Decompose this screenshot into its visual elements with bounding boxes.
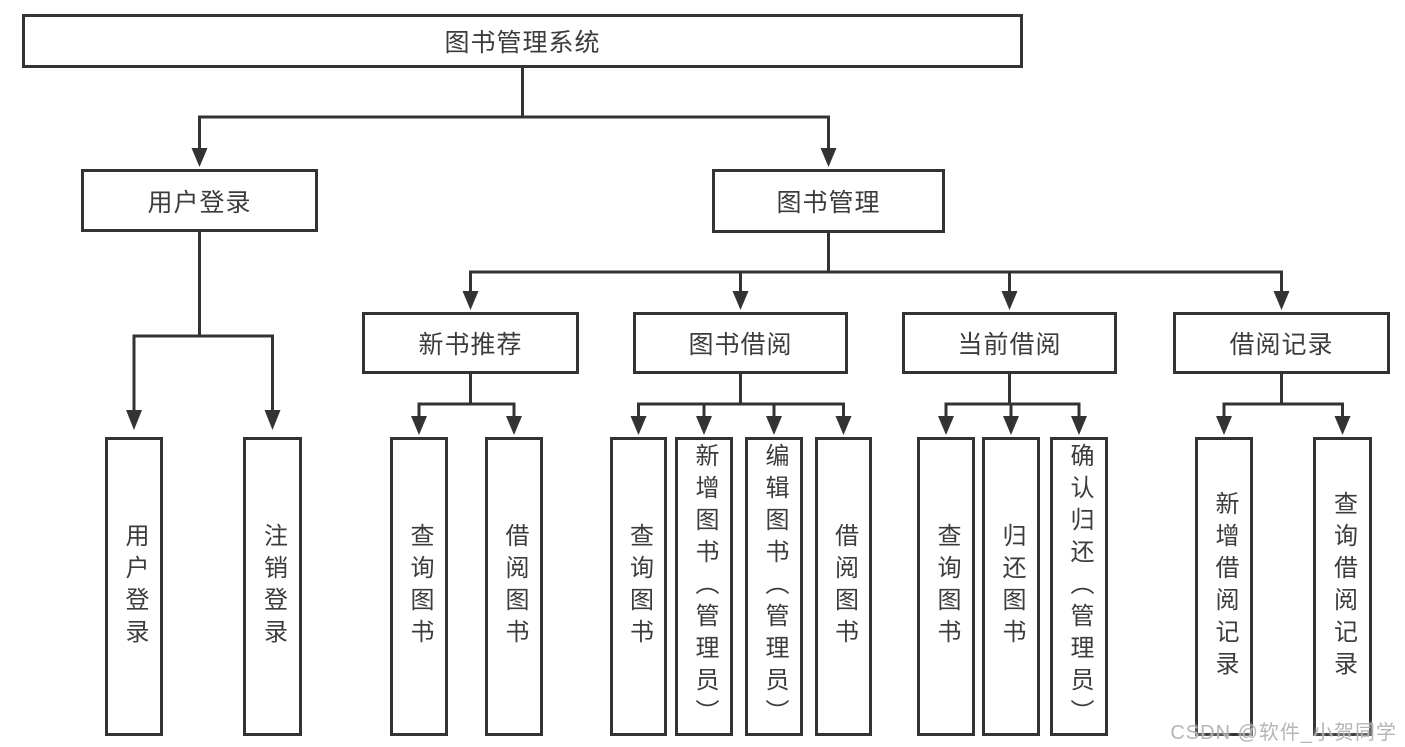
leaf-newbook-query-label: 查询图书 xyxy=(406,522,433,651)
arrowheads xyxy=(126,148,1351,435)
leaf-newbook-borrow: 借阅图书 xyxy=(485,437,543,736)
node-book-borrowing-label: 图书借阅 xyxy=(688,331,793,359)
leaf-newbook-borrow-label: 借阅图书 xyxy=(501,522,528,651)
node-book-management: 图书管理 xyxy=(712,169,945,233)
node-current-borrowing: 当前借阅 xyxy=(902,312,1117,374)
node-root-label: 图书管理系统 xyxy=(444,29,601,57)
leaf-current-confirm-admin-label: 确认归还（管理员） xyxy=(1066,442,1093,731)
leaf-records-add-label: 新增借阅记录 xyxy=(1211,490,1238,683)
node-root: 图书管理系统 xyxy=(22,14,1023,68)
node-new-book-recommend: 新书推荐 xyxy=(362,312,579,374)
leaf-borrowing-add-admin-label: 新增图书（管理员） xyxy=(691,442,718,731)
leaf-current-return: 归还图书 xyxy=(982,437,1040,736)
node-current-borrowing-label: 当前借阅 xyxy=(957,331,1062,359)
leaf-user-login-label: 用户登录 xyxy=(121,522,148,651)
leaf-current-query-label: 查询图书 xyxy=(933,522,960,651)
leaf-borrowing-add-admin: 新增图书（管理员） xyxy=(675,437,733,736)
leaf-current-return-label: 归还图书 xyxy=(998,522,1025,651)
leaf-logout-label: 注销登录 xyxy=(259,522,287,651)
node-new-book-recommend-label: 新书推荐 xyxy=(418,331,523,359)
node-borrowing-records-label: 借阅记录 xyxy=(1229,331,1334,359)
leaf-records-query-label: 查询借阅记录 xyxy=(1329,490,1357,683)
connector-paths xyxy=(132,68,1344,416)
leaf-borrowing-edit-admin-label: 编辑图书（管理员） xyxy=(761,442,788,731)
leaf-borrowing-borrow: 借阅图书 xyxy=(815,437,872,736)
leaf-records-query: 查询借阅记录 xyxy=(1313,437,1372,736)
leaf-logout: 注销登录 xyxy=(243,437,302,736)
leaf-records-add: 新增借阅记录 xyxy=(1195,437,1253,736)
node-book-management-label: 图书管理 xyxy=(776,189,881,217)
node-book-borrowing: 图书借阅 xyxy=(633,312,848,374)
leaf-current-query: 查询图书 xyxy=(917,437,975,736)
leaf-borrowing-query: 查询图书 xyxy=(610,437,667,736)
leaf-user-login: 用户登录 xyxy=(105,437,163,736)
leaf-newbook-query: 查询图书 xyxy=(390,437,448,736)
node-user-login: 用户登录 xyxy=(81,169,318,232)
leaf-borrowing-edit-admin: 编辑图书（管理员） xyxy=(745,437,803,736)
leaf-borrowing-query-label: 查询图书 xyxy=(625,522,653,651)
leaf-current-confirm-admin: 确认归还（管理员） xyxy=(1050,437,1108,736)
node-user-login-label: 用户登录 xyxy=(147,188,252,217)
leaf-borrowing-borrow-label: 借阅图书 xyxy=(830,522,858,651)
watermark: CSDN @软件_小贺同学 xyxy=(1170,722,1397,744)
node-borrowing-records: 借阅记录 xyxy=(1173,312,1390,374)
